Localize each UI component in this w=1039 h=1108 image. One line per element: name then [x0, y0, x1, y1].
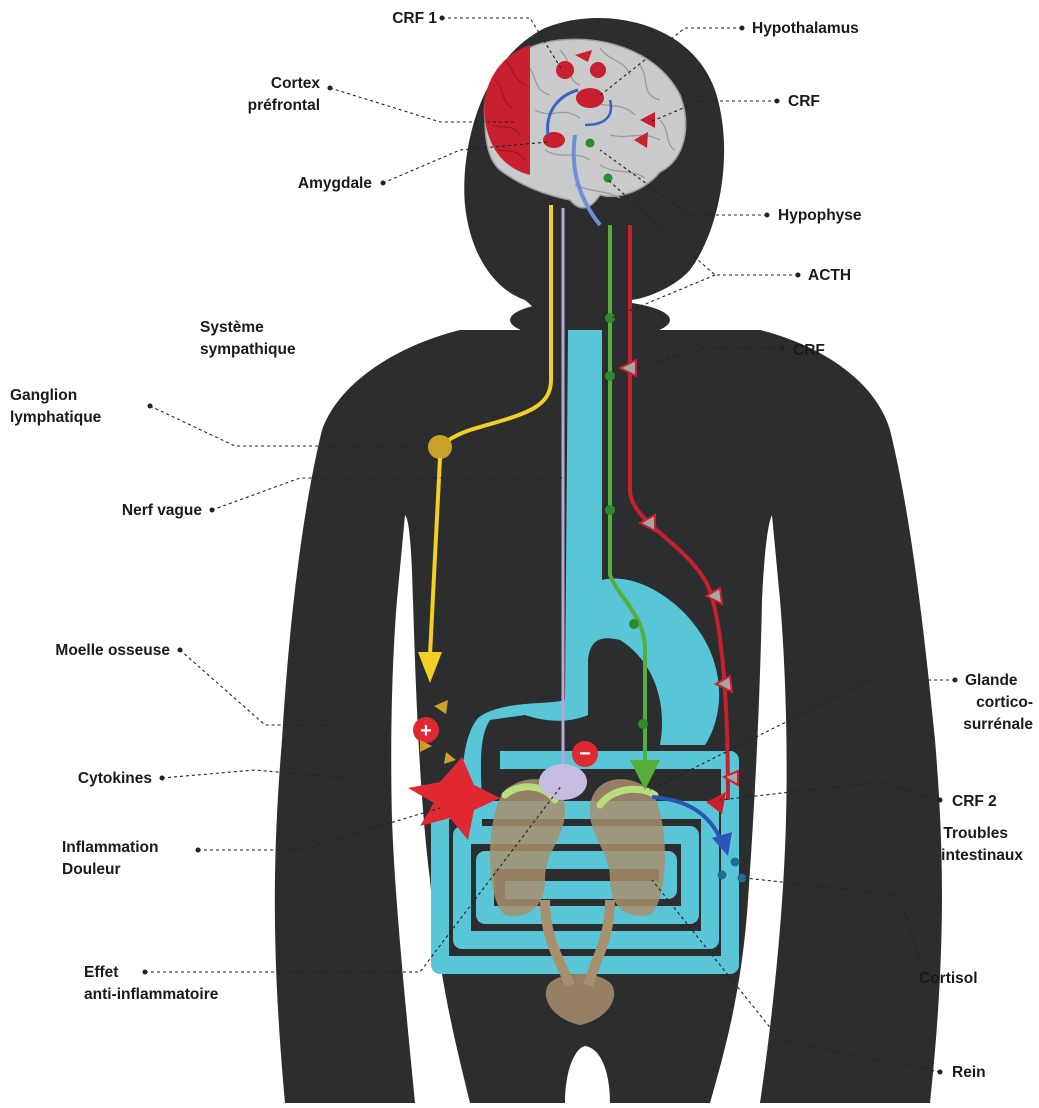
- leader-dot: [765, 213, 770, 218]
- leader-dot: [780, 346, 785, 351]
- acth-molecule: [629, 619, 639, 629]
- label-ganglion-line1: Ganglion: [10, 387, 77, 404]
- crf1-receptor: [590, 62, 606, 78]
- hypothalamus-nucleus: [576, 88, 604, 108]
- label-inflammation-line1: Inflammation: [62, 839, 158, 856]
- leader-dot: [381, 181, 386, 186]
- acth-dot: [586, 139, 595, 148]
- label-crf-brain: CRF: [788, 93, 820, 110]
- label-acth: ACTH: [808, 267, 851, 284]
- label-effet-line2: anti-inflammatoire: [84, 986, 219, 1003]
- plus-symbol: +: [420, 720, 432, 742]
- lymph-ganglion: [428, 435, 452, 459]
- label-glande-line2: cortico-: [976, 694, 1033, 711]
- label-hypophyse: Hypophyse: [778, 207, 862, 224]
- cortisol-molecule: [718, 871, 727, 880]
- label-crf1: CRF 1: [392, 10, 437, 27]
- label-hypothalamus: Hypothalamus: [752, 20, 859, 37]
- amygdala-nucleus: [543, 132, 565, 148]
- leader-dot: [440, 16, 445, 21]
- acth-dot: [604, 174, 613, 183]
- acth-molecule: [638, 719, 648, 729]
- label-sympathique-line2: sympathique: [200, 341, 296, 358]
- leader-dot: [938, 798, 943, 803]
- label-glande-line1: Glande: [965, 672, 1018, 689]
- label-cortisol: Cortisol: [919, 970, 978, 987]
- leader-dot: [143, 970, 148, 975]
- label-inflammation-line2: Douleur: [62, 861, 121, 878]
- acth-molecule: [605, 371, 615, 381]
- vagus-target: [539, 764, 587, 800]
- label-crf2: CRF 2: [952, 793, 997, 810]
- label-sympathique-line1: Système: [200, 319, 264, 336]
- label-troubles-line1: Troubles: [943, 825, 1008, 842]
- label-effet-line1: Effet: [84, 964, 118, 981]
- label-cortex-line2: préfrontal: [248, 97, 320, 114]
- label-glande-line3: surrénale: [963, 716, 1033, 733]
- label-cytokines: Cytokines: [78, 770, 152, 787]
- leader-dot: [775, 99, 780, 104]
- acth-molecule: [605, 505, 615, 515]
- label-ganglion-line2: lymphatique: [10, 409, 102, 426]
- crf1-receptor: [556, 61, 574, 79]
- leader-dot: [796, 273, 801, 278]
- label-amygdale: Amygdale: [298, 175, 372, 192]
- leader-dot: [196, 848, 201, 853]
- leader-dot: [210, 508, 215, 513]
- label-rein: Rein: [952, 1064, 986, 1081]
- leader-dot: [938, 1070, 943, 1075]
- leader-dot: [328, 86, 333, 91]
- cortisol-molecule: [731, 858, 740, 867]
- leader-dot: [160, 776, 165, 781]
- leader-dot: [740, 26, 745, 31]
- leader-dot: [148, 404, 153, 409]
- label-nerf-vague: Nerf vague: [122, 502, 202, 519]
- minus-symbol: −: [579, 743, 591, 765]
- leader-dot: [953, 678, 958, 683]
- label-moelle: Moelle osseuse: [55, 642, 170, 659]
- acth-molecule: [605, 313, 615, 323]
- label-cortex-line1: Cortex: [271, 75, 320, 92]
- label-crf-body: CRF: [793, 342, 825, 359]
- label-troubles-line2: intestinaux: [941, 847, 1023, 864]
- leader-dot: [178, 648, 183, 653]
